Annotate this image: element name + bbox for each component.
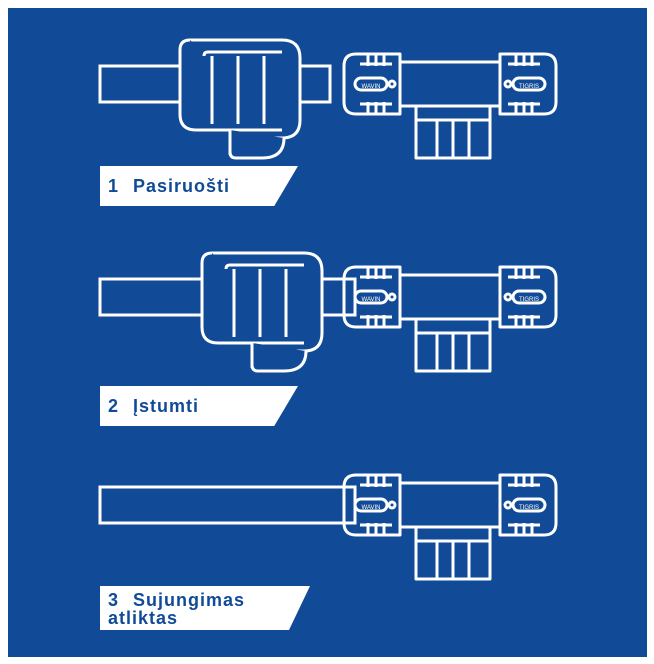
step-text-line2: atliktas bbox=[108, 608, 179, 628]
step-number: 2 bbox=[108, 396, 120, 416]
step-1-illustration: WAVIN TIGRIS bbox=[98, 38, 558, 160]
tee-fitting-icon bbox=[342, 265, 558, 373]
step-text: Įstumti bbox=[133, 396, 200, 416]
fitting-logo-left: WAVIN bbox=[362, 84, 381, 90]
step-2-illustration: WAVIN TIGRIS bbox=[98, 251, 558, 373]
tee-fitting-icon bbox=[342, 473, 558, 581]
step-1-label: 1 Pasiruošti bbox=[100, 166, 298, 206]
fitting-logo-left: WAVIN bbox=[362, 297, 381, 303]
tee-fitting-icon bbox=[342, 52, 558, 160]
diagram-panel bbox=[8, 8, 647, 657]
step-number: 3 bbox=[108, 590, 120, 610]
step-text-line1: Sujungimas bbox=[133, 590, 246, 610]
pipe bbox=[98, 485, 357, 525]
fitting-logo-right: TIGRIS bbox=[519, 84, 539, 90]
fitting-logo-right: TIGRIS bbox=[519, 297, 539, 303]
step-3-label: 3 Sujungimas atliktas bbox=[100, 586, 310, 630]
step-2-label: 2 Įstumti bbox=[100, 386, 298, 426]
step-text: Pasiruošti bbox=[133, 176, 231, 196]
fitting-logo-left: WAVIN bbox=[362, 505, 381, 511]
step-number: 1 bbox=[108, 176, 120, 196]
fitting-logo-right: TIGRIS bbox=[519, 505, 539, 511]
step-3-illustration: WAVIN TIGRIS bbox=[98, 473, 558, 581]
hand-icon bbox=[200, 251, 324, 373]
hand-icon bbox=[178, 38, 302, 160]
